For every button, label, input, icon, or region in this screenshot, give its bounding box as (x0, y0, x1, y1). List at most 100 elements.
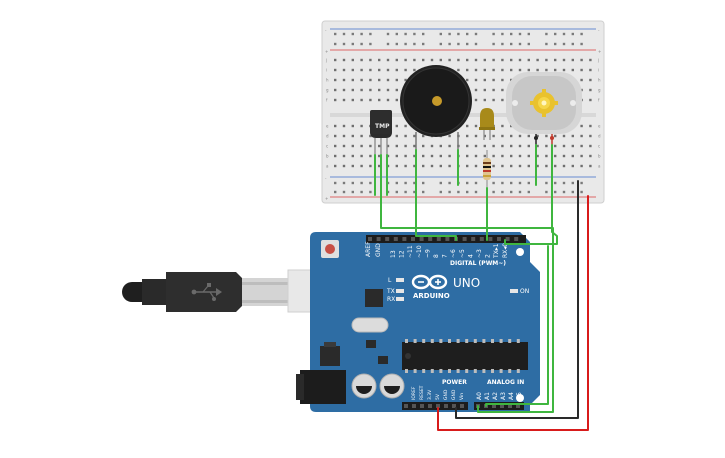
rail-hole[interactable] (562, 190, 566, 194)
breadboard-hole[interactable] (439, 58, 442, 62)
rail-hole[interactable] (510, 42, 513, 46)
rail-hole[interactable] (501, 190, 504, 194)
rail-hole[interactable] (369, 181, 372, 185)
breadboard-hole[interactable] (360, 154, 363, 158)
rail-hole[interactable] (360, 42, 363, 46)
breadboard-hole[interactable] (474, 124, 478, 128)
rail-hole[interactable] (527, 32, 530, 36)
breadboard-hole[interactable] (413, 68, 416, 72)
header-pin[interactable] (393, 237, 398, 241)
breadboard-hole[interactable] (351, 68, 354, 72)
breadboard-hole[interactable] (448, 144, 451, 148)
breadboard-hole[interactable] (501, 78, 504, 82)
rail-hole[interactable] (395, 42, 398, 46)
breadboard-hole[interactable] (492, 88, 495, 92)
rail-hole[interactable] (439, 32, 442, 36)
rail-hole[interactable] (554, 32, 557, 36)
breadboard-hole[interactable] (360, 164, 363, 168)
breadboard-hole[interactable] (545, 164, 548, 168)
breadboard-hole[interactable] (342, 144, 346, 148)
rail-hole[interactable] (422, 181, 425, 185)
breadboard-hole[interactable] (562, 58, 566, 62)
rail-hole[interactable] (422, 190, 425, 194)
breadboard-hole[interactable] (580, 124, 583, 128)
wire-green-motor[interactable] (504, 144, 558, 245)
breadboard-hole[interactable] (395, 98, 398, 102)
header-pin[interactable] (428, 237, 433, 241)
breadboard-hole[interactable] (439, 144, 442, 148)
breadboard-hole[interactable] (430, 144, 434, 148)
breadboard-hole[interactable] (351, 164, 354, 168)
rail-hole[interactable] (369, 42, 372, 46)
breadboard-hole[interactable] (466, 164, 469, 168)
rail-hole[interactable] (518, 42, 522, 46)
piezo-buzzer[interactable] (400, 65, 472, 150)
breadboard-hole[interactable] (580, 154, 583, 158)
breadboard-hole[interactable] (474, 98, 478, 102)
rail-hole[interactable] (501, 42, 504, 46)
breadboard-hole[interactable] (510, 164, 513, 168)
breadboard-hole[interactable] (466, 144, 469, 148)
rail-hole[interactable] (510, 190, 513, 194)
rail-hole[interactable] (580, 42, 583, 46)
breadboard-hole[interactable] (589, 58, 592, 62)
rail-hole[interactable] (351, 190, 354, 194)
breadboard-hole[interactable] (342, 88, 346, 92)
breadboard-hole[interactable] (342, 164, 346, 168)
breadboard-hole[interactable] (466, 58, 469, 62)
rail-hole[interactable] (360, 190, 363, 194)
wire-green-buzzer[interactable] (415, 149, 457, 241)
breadboard-hole[interactable] (457, 68, 460, 72)
breadboard-hole[interactable] (413, 58, 416, 62)
breadboard-hole[interactable] (439, 154, 442, 158)
breadboard-hole[interactable] (527, 144, 530, 148)
rail-hole[interactable] (466, 181, 469, 185)
analog-pin[interactable] (508, 404, 512, 408)
breadboard-hole[interactable] (395, 164, 398, 168)
rail-hole[interactable] (510, 32, 513, 36)
wire-black-gnd[interactable] (455, 180, 579, 419)
rail-hole[interactable] (527, 181, 530, 185)
rail-hole[interactable] (457, 190, 460, 194)
breadboard-hole[interactable] (422, 164, 425, 168)
breadboard-hole[interactable] (589, 154, 592, 158)
power-pin[interactable] (436, 404, 440, 408)
power-header[interactable] (402, 402, 468, 410)
breadboard-hole[interactable] (571, 144, 574, 148)
breadboard-hole[interactable] (483, 98, 486, 102)
rail-hole[interactable] (448, 190, 451, 194)
wire-green-analog[interactable] (485, 245, 549, 407)
breadboard-hole[interactable] (360, 88, 363, 92)
breadboard-hole[interactable] (334, 58, 337, 62)
breadboard-hole[interactable] (545, 134, 548, 138)
breadboard-hole[interactable] (518, 164, 522, 168)
breadboard-hole[interactable] (334, 78, 337, 82)
analog-pin[interactable] (516, 404, 520, 408)
breadboard-hole[interactable] (395, 134, 398, 138)
breadboard-hole[interactable] (342, 98, 346, 102)
breadboard-hole[interactable] (518, 154, 522, 158)
breadboard-hole[interactable] (404, 164, 407, 168)
rail-hole[interactable] (342, 190, 346, 194)
breadboard-hole[interactable] (351, 98, 354, 102)
breadboard-hole[interactable] (334, 144, 337, 148)
rail-hole[interactable] (439, 190, 442, 194)
header-pin[interactable] (505, 237, 510, 241)
rail-hole[interactable] (360, 32, 363, 36)
header-pin[interactable] (488, 237, 493, 241)
breadboard-hole[interactable] (536, 58, 539, 62)
rail-hole[interactable] (492, 32, 495, 36)
breadboard-hole[interactable] (369, 144, 372, 148)
breadboard-hole[interactable] (589, 134, 592, 138)
rail-hole[interactable] (369, 190, 372, 194)
power-jack[interactable] (300, 370, 346, 404)
rail-hole[interactable] (510, 181, 513, 185)
power-pin[interactable] (412, 404, 416, 408)
breadboard-hole[interactable] (386, 144, 390, 148)
reset-button[interactable] (321, 240, 339, 258)
rail-hole[interactable] (571, 181, 574, 185)
rail-hole[interactable] (448, 32, 451, 36)
breadboard-hole[interactable] (378, 98, 381, 102)
rail-hole[interactable] (501, 181, 504, 185)
